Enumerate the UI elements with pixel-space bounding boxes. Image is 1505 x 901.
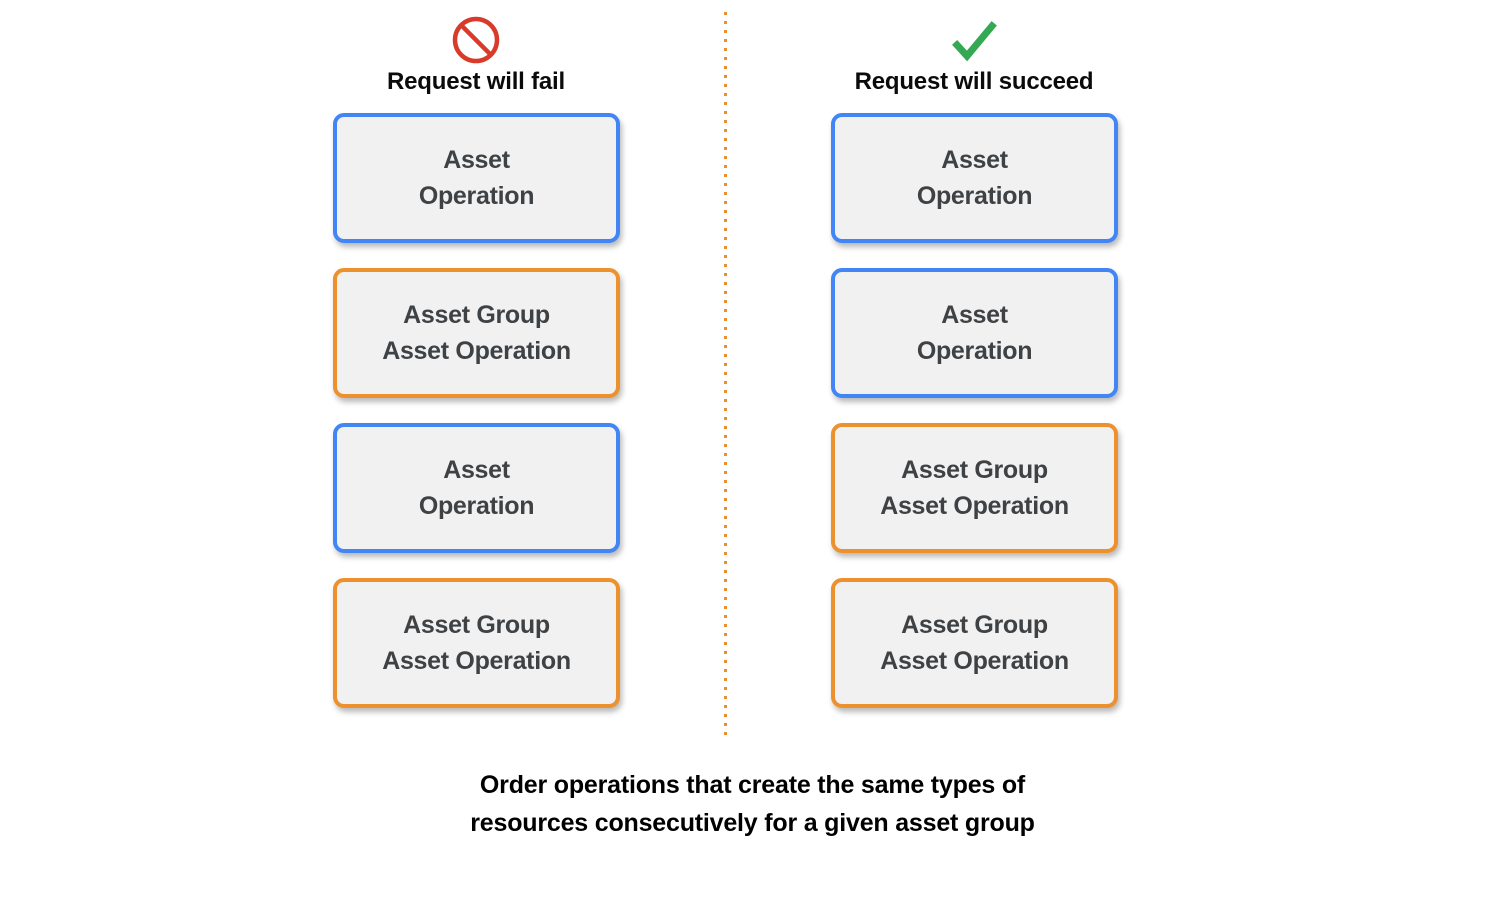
prohibition-icon [452,16,500,64]
card-asset-operation[interactable]: Asset Operation [333,113,620,243]
column-header-succeed: Request will succeed [824,14,1124,96]
card-asset-operation[interactable]: Asset Operation [831,268,1118,398]
card-label: Asset Group Asset Operation [880,611,1069,675]
card-stack-succeed: Asset Operation Asset Operation Asset Gr… [831,113,1118,708]
card-asset-operation[interactable]: Asset Operation [333,423,620,553]
card-asset-group-asset-operation[interactable]: Asset Group Asset Operation [831,423,1118,553]
card-label: Asset Operation [916,146,1033,210]
card-asset-group-asset-operation[interactable]: Asset Group Asset Operation [333,268,620,398]
card-label: Asset Operation [916,301,1033,365]
column-header-fail: Request will fail [326,14,626,96]
card-label: Asset Group Asset Operation [382,301,571,365]
card-label: Asset Group Asset Operation [880,456,1069,520]
card-stack-fail: Asset Operation Asset Group Asset Operat… [333,113,620,708]
card-label: Asset Operation [418,146,535,210]
card-label: Asset Operation [418,456,535,520]
checkmark-icon [952,21,997,62]
column-divider [724,12,727,738]
column-header-label-succeed: Request will succeed [854,68,1094,95]
card-asset-operation[interactable]: Asset Operation [831,113,1118,243]
column-header-label-fail: Request will fail [387,68,565,95]
card-label: Asset Group Asset Operation [382,611,571,675]
diagram-caption: Order operations that create the same ty… [470,771,1035,837]
card-asset-group-asset-operation[interactable]: Asset Group Asset Operation [831,578,1118,708]
card-asset-group-asset-operation[interactable]: Asset Group Asset Operation [333,578,620,708]
